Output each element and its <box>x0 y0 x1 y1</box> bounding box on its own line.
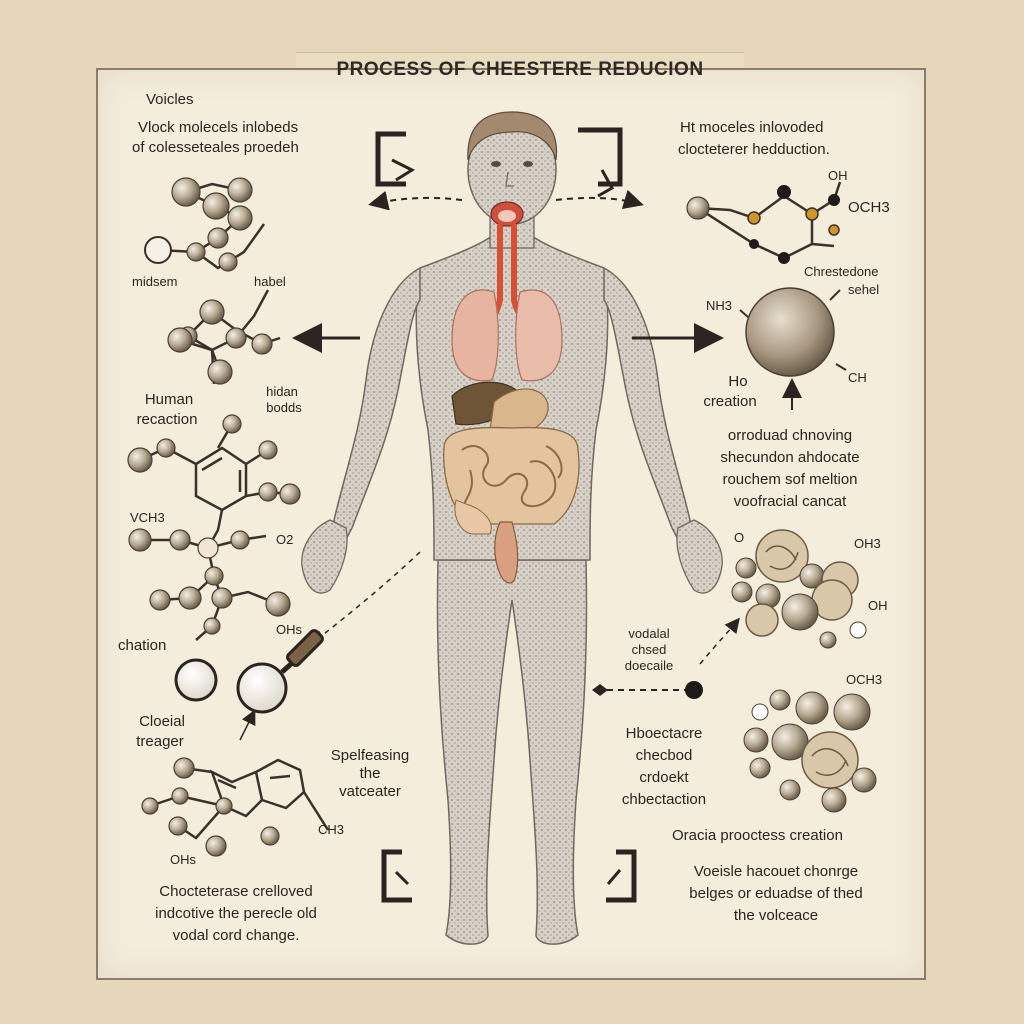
label-hboectacre: Hboectacre <box>625 725 703 742</box>
label-speaking-line3: vatceater <box>339 783 401 800</box>
label-bodds: bodds <box>266 400 302 415</box>
label-midsem: midsem <box>132 274 178 289</box>
cholesterol-sphere <box>745 287 835 377</box>
diagram-title: PROCESS OF CHEESTERE REDUCION <box>336 59 704 80</box>
label-bottom-left-line1: Chocteterase crelloved <box>159 883 313 900</box>
label-bottom-left-line2: indcotive the perecle old <box>155 905 317 922</box>
right-top-atoms <box>686 185 840 264</box>
label-och3-right2: OCH3 <box>846 672 883 687</box>
label-creation: creation <box>703 393 757 410</box>
label-ho: Ho <box>728 373 748 390</box>
left-molecule-atoms <box>127 177 301 857</box>
label-nh3: NH3 <box>706 298 733 313</box>
label-och3: OCH3 <box>848 199 890 216</box>
label-crdoekt: crdoekt <box>639 769 689 786</box>
human-body-figure <box>301 111 723 945</box>
label-left-top-line2: of colesseteales proedeh <box>132 139 299 156</box>
label-human: Human <box>144 391 194 408</box>
label-chsed: chsed <box>631 642 667 657</box>
label-habel: habel <box>254 274 286 289</box>
label-oh-top: OH <box>828 168 848 183</box>
label-checbod: checbod <box>635 747 693 764</box>
label-vch3: VCH3 <box>130 510 165 525</box>
label-right-mid-line4: voofracial cancat <box>733 493 847 510</box>
label-right-mid-line3: rouchem sof meltion <box>722 471 858 488</box>
label-o-right: O <box>734 530 745 545</box>
label-bottom-left-line3: vodal cord change. <box>172 927 300 944</box>
label-bottom-right-line1: Voeisle hacouet chonrge <box>693 863 859 880</box>
label-oh3-right: OH3 <box>854 536 881 551</box>
label-right-top-line2: clocteterer hedduction. <box>678 141 830 158</box>
label-ch3-bottom: CH3 <box>318 822 345 837</box>
label-chbectaction: chbectaction <box>621 791 707 808</box>
connector-node <box>685 681 703 699</box>
label-treager: treager <box>136 733 184 750</box>
label-sehel: sehel <box>848 282 880 297</box>
label-hidan: hidan <box>266 384 298 399</box>
label-oh-right: OH <box>868 598 888 613</box>
label-left-top-line1: Vlock molecels inlobeds <box>138 119 299 136</box>
label-speaking-line1: Spelfeasing <box>330 747 410 764</box>
label-ohs: OHs <box>276 622 302 637</box>
label-ch-right: CH <box>848 370 867 385</box>
magnifier-lens-icon <box>174 629 324 714</box>
label-cloeial: Cloeial <box>139 713 185 730</box>
label-bottom-right-line3: the volceace <box>733 907 819 924</box>
label-oracia: Oracia prooctess creation <box>672 827 843 844</box>
label-right-mid-line2: shecundon ahdocate <box>720 449 860 466</box>
label-right-mid-line1: orroduad chnoving <box>727 427 853 444</box>
label-speaking-line2: the <box>359 765 381 782</box>
label-vodalal: vodalal <box>628 626 670 641</box>
label-voicles: Voicles <box>146 91 194 108</box>
label-o2: O2 <box>276 532 294 547</box>
label-right-top-line1: Ht moceles inlovoded <box>680 119 824 136</box>
label-chation: chation <box>118 637 167 654</box>
label-chrestedone: Chrestedone <box>804 264 879 279</box>
right-top-molecule <box>693 181 842 260</box>
label-recaction: recaction <box>136 411 198 428</box>
right-particle-cluster <box>731 529 877 813</box>
label-doecaile: doecaile <box>624 658 674 673</box>
label-ohs-bottom: OHs <box>170 852 196 867</box>
label-bottom-right-line2: belges or eduadse of thed <box>689 885 863 902</box>
